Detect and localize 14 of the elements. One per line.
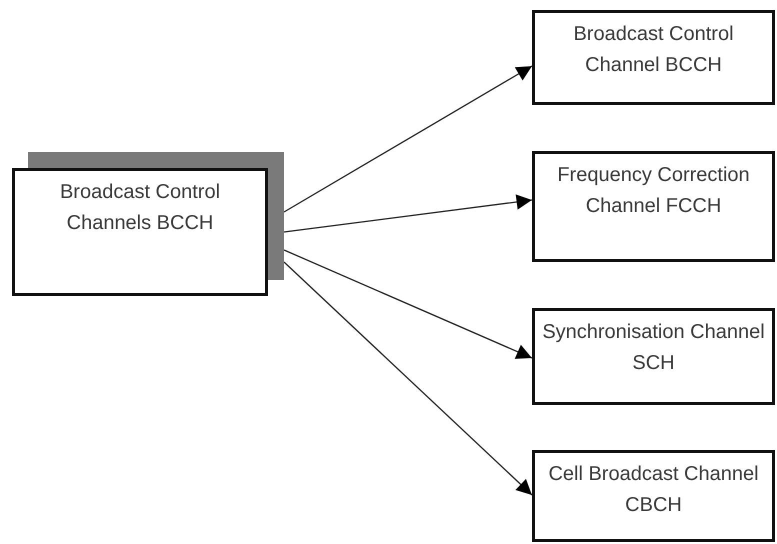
channel-label: Cell Broadcast Channel CBCH xyxy=(547,462,760,518)
channel-box xyxy=(532,151,775,262)
arrow xyxy=(284,262,532,496)
arrow xyxy=(284,194,532,233)
channel-box xyxy=(12,168,268,296)
arrow xyxy=(284,249,532,359)
channel-box xyxy=(532,308,775,405)
channel-label: Broadcast Control Channels BCCH xyxy=(58,180,222,236)
channel-box xyxy=(532,450,775,542)
channel-label: Broadcast Control Channel BCCH xyxy=(572,22,735,78)
channel-box xyxy=(532,10,775,105)
channel-label: Frequency Correction Channel FCCH xyxy=(556,163,751,219)
arrow xyxy=(284,65,532,213)
channel-label: Synchronisation Channel SCH xyxy=(541,320,766,376)
